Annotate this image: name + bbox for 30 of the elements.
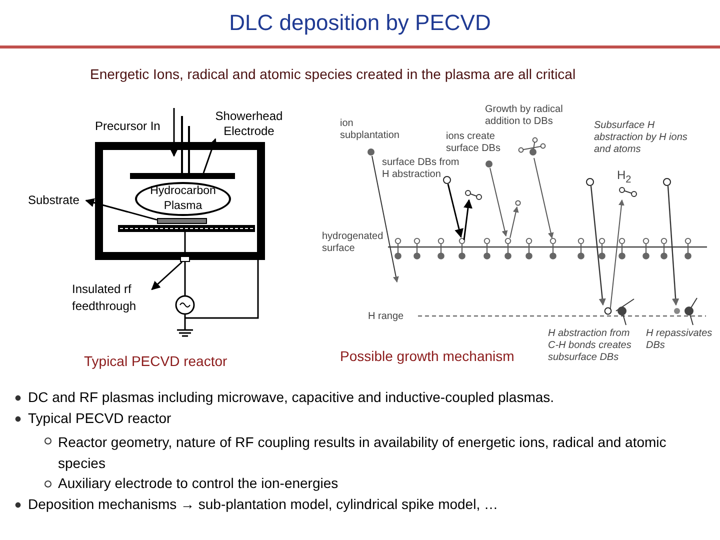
figure-caption: Possible growth mechanism: [340, 348, 516, 364]
leader-line: [202, 138, 217, 174]
annotation: surface DBs from H abstraction: [382, 157, 460, 181]
figure-caption: Typical PECVD reactor: [84, 353, 228, 369]
annotation: H repassivates DBs: [646, 328, 714, 352]
bullet-text: Deposition mechanisms → sub-plantation model, cylindrical spike model, …: [28, 496, 499, 512]
bullet-text: Auxiliary electrode to control the ion-energies: [58, 475, 340, 491]
part-label: Precursor In: [95, 119, 162, 133]
leader-line: [151, 261, 182, 290]
part-label: Insulated rf feedthrough: [72, 281, 156, 315]
showerhead-electrode-bar: [130, 173, 235, 179]
annotation: H$_{2}$: [617, 168, 632, 186]
annotation: H abstraction from C-H bonds creates subsurface DBs: [548, 328, 632, 364]
leader-line: [85, 198, 158, 221]
bullet-text: DC and RF plasmas including microwave, capacitive and inductive-coupled plasmas.: [28, 389, 556, 405]
annotation: Growth by radical addition to DBs: [485, 104, 564, 128]
part-label: Showerhead Electrode: [207, 109, 291, 139]
annotation: hydrogenated surface: [322, 231, 384, 255]
annotation: Subsurface H abstraction by H ions and atoms: [594, 120, 688, 156]
annotation: ion subplantation: [340, 118, 400, 142]
slide-title: DLC deposition by PECVD: [228, 10, 492, 36]
annotation: H range: [368, 311, 405, 323]
annotation: ions create surface DBs: [446, 131, 502, 155]
subtitle: Energetic Ions, radical and atomic species created in the plasma are all critical: [90, 66, 577, 82]
plasma-ellipse: Hydrocarbon Plasma: [135, 182, 231, 216]
bullet-text: Reactor geometry, nature of RF coupling results in availability of energetic ions, radical and atomic species: [58, 433, 668, 473]
substrate-bar: [157, 218, 207, 224]
feedthrough-box: [180, 256, 190, 262]
part-label: Substrate: [28, 193, 86, 208]
bullet-text: Typical PECVD reactor: [28, 410, 172, 426]
